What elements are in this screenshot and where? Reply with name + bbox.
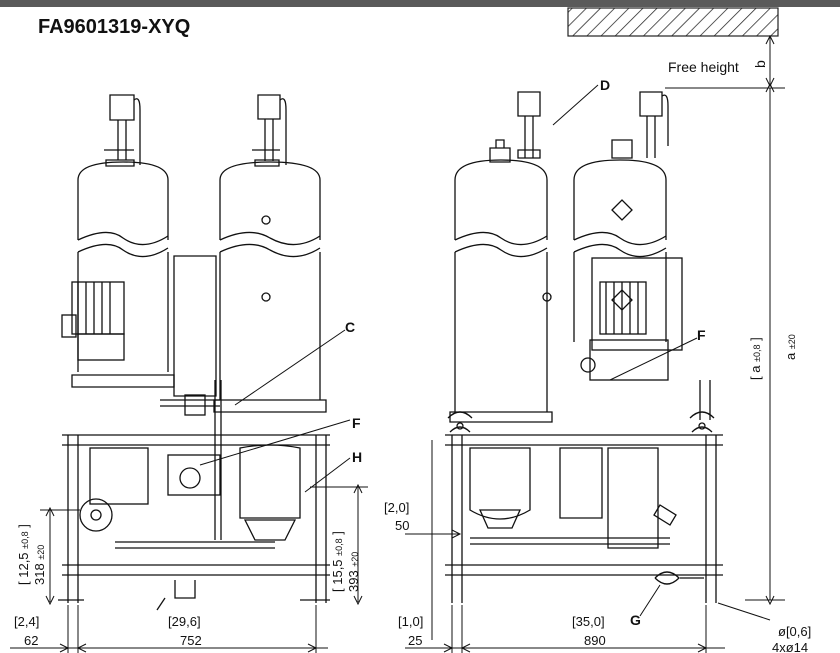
dim-h2-mm: 393 ±20 (346, 552, 361, 592)
callout-h: H (352, 449, 362, 465)
callout-f-right: F (697, 327, 706, 343)
left-view (58, 94, 330, 611)
dim-h1-inch: [ 12,5 ±0,8 ] (16, 524, 31, 585)
dim-wre-inch: [1,0] (398, 614, 423, 629)
svg-text:318 ±20: 318 ±20 (32, 545, 47, 585)
dim-h1-mm: 318 ±20 (32, 545, 47, 585)
callout-c: C (345, 319, 355, 335)
dim-a-inch: [ a ±0,8 ] (748, 337, 763, 380)
svg-text:393 ±20: 393 ±20 (346, 552, 361, 592)
ceiling-hatch (567, 7, 779, 37)
dim-wre-mm: 25 (408, 633, 422, 648)
free-height-label: Free height (668, 59, 739, 75)
callout-g: G (630, 612, 641, 628)
svg-text:a ±20: a ±20 (783, 334, 798, 360)
dim-wl-inch: [29,6] (168, 614, 201, 629)
dimension-lines (10, 34, 785, 653)
dim-hole-mm: 4xø14 (772, 640, 808, 653)
dim-a-mm: a ±20 (783, 334, 798, 360)
callout-f-left: F (352, 415, 361, 431)
dim-wl-mm: 752 (180, 633, 202, 648)
svg-text:[ 15,5 ±0,8 ]: [ 15,5 ±0,8 ] (330, 531, 345, 592)
svg-text:[ 12,5 ±0,8 ]: [ 12,5 ±0,8 ] (16, 524, 31, 585)
dim-side-mm: 50 (395, 518, 409, 533)
dim-side-inch: [2,0] (384, 500, 409, 515)
callout-d: D (600, 77, 610, 93)
page-title: FA9601319-XYQ (38, 16, 191, 38)
dim-wle-inch: [2,4] (14, 614, 39, 629)
dim-wr-inch: [35,0] (572, 614, 605, 629)
top-bar (0, 0, 840, 7)
right-view (445, 91, 723, 603)
dim-b-label: b (752, 60, 768, 68)
dim-wr-mm: 890 (584, 633, 606, 648)
dim-wle-mm: 62 (24, 633, 38, 648)
svg-text:[ a ±0,8 ]: [ a ±0,8 ] (748, 337, 763, 380)
dim-h2-inch: [ 15,5 ±0,8 ] (330, 531, 345, 592)
dim-hole-inch: ø[0,6] (778, 624, 811, 639)
